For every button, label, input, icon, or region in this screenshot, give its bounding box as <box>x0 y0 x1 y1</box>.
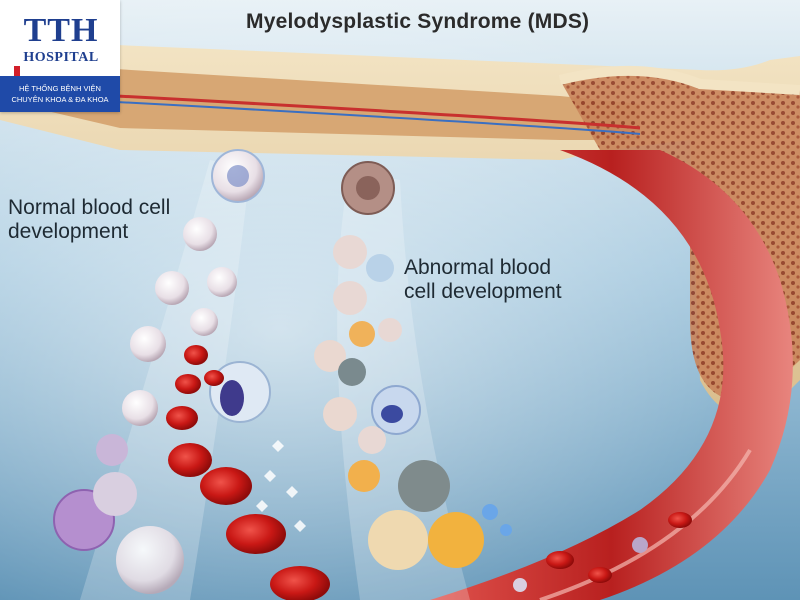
abnormal-label-line-2: cell development <box>404 280 562 303</box>
logo-tagline-1: HỆ THỐNG BỆNH VIỆN <box>19 84 101 93</box>
vessel-cells <box>513 512 692 592</box>
abnormal-cells <box>314 235 512 570</box>
normal-development-label: Normal blood cell development <box>8 196 170 244</box>
logo-tagline-2: CHUYÊN KHOA & ĐA KHOA <box>11 95 109 104</box>
logo-accent <box>14 66 20 78</box>
normal-label-line-2: development <box>8 220 129 243</box>
hospital-logo: TTH HOSPITAL HỆ THỐNG BỆNH VIỆN CHUYÊN K… <box>0 0 120 112</box>
marrow-channel <box>0 62 640 140</box>
red-blood-cells <box>166 345 330 600</box>
abnormal-development-label: Abnormal blood cell development <box>404 256 562 304</box>
abnormal-label-line-1: Abnormal blood <box>404 256 552 279</box>
logo-band <box>0 76 120 112</box>
platelets <box>256 440 306 532</box>
normal-cells <box>53 217 271 594</box>
normal-label-line-1: Normal blood cell <box>8 196 171 219</box>
blood-vessel <box>430 150 793 600</box>
logo-subtitle: HOSPITAL <box>23 50 99 65</box>
page-title: Myelodysplastic Syndrome (MDS) <box>246 10 590 33</box>
logo-mark: TTH <box>23 12 99 49</box>
